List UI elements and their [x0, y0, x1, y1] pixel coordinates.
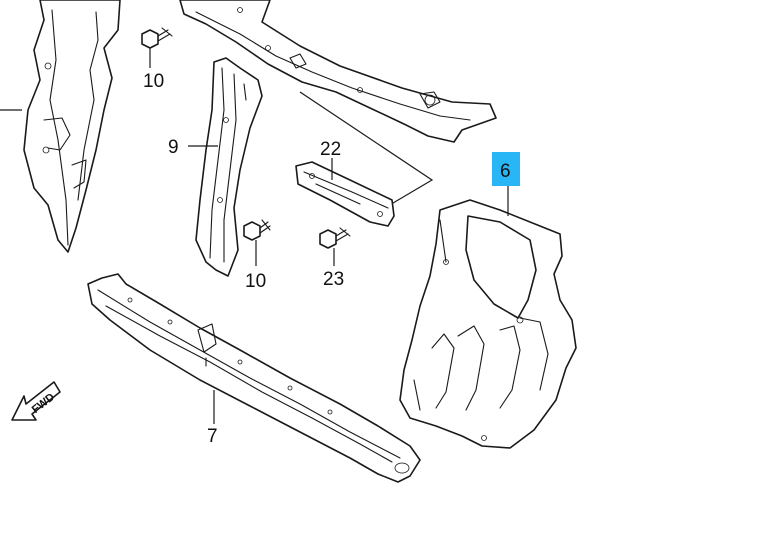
callout-7: 7 [207, 426, 218, 447]
callout-6-highlight [492, 152, 520, 186]
callout-23: 23 [323, 269, 344, 290]
callout-9: 9 [168, 137, 179, 158]
fwd-arrow: FWD [11, 381, 61, 421]
vertical-bracket-9 [188, 57, 263, 277]
lower-member-7 [87, 273, 421, 483]
bolt-23 [319, 227, 351, 266]
bolt-10-top [141, 27, 173, 68]
callout-6: 6 [500, 161, 511, 182]
bracket-22 [295, 91, 434, 227]
callout-22: 22 [320, 139, 341, 160]
side-panel-6 [399, 186, 577, 449]
callout-10-top: 10 [143, 71, 164, 92]
callout-10-mid: 10 [245, 271, 266, 292]
upper-member [179, 0, 497, 143]
bolt-10-mid [243, 219, 271, 266]
left-side-member [0, 0, 121, 253]
